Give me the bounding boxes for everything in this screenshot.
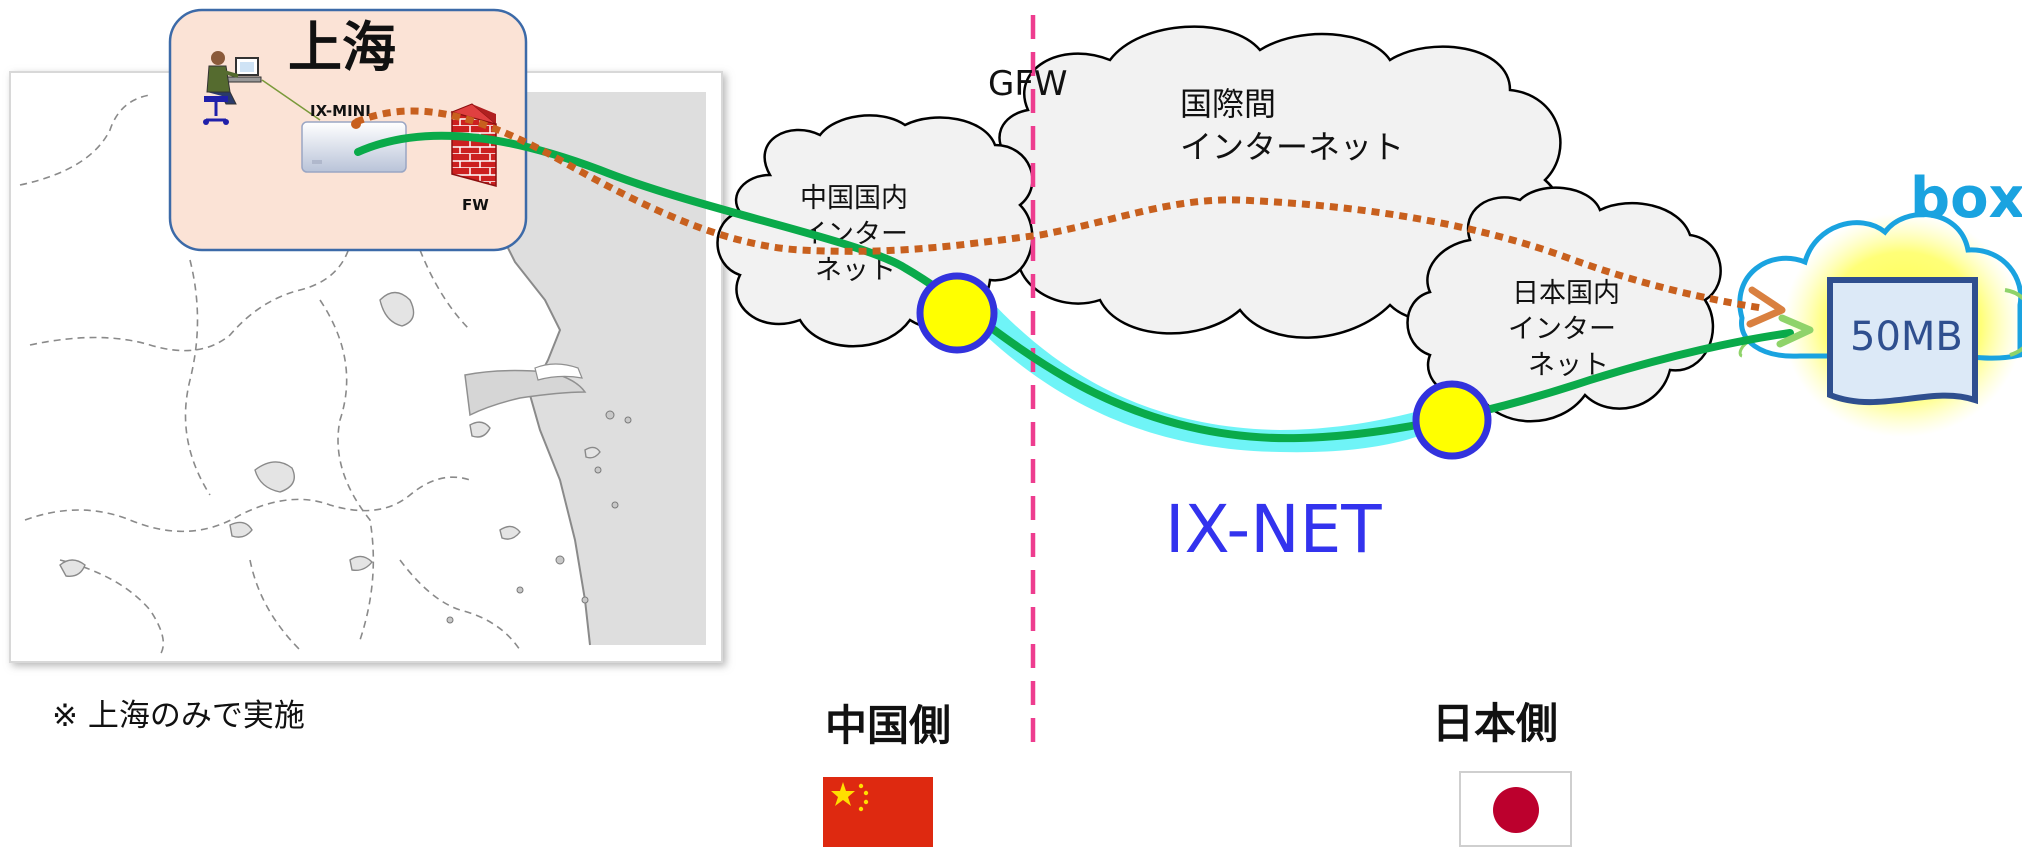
japan-side-label: 日本側 [1432, 699, 1558, 748]
china-pop-node [916, 272, 998, 354]
japan-cloud-line2: インター [1508, 314, 1616, 345]
router-icon [301, 121, 407, 173]
device-label: IX-MINI [310, 102, 371, 120]
operator-icon [203, 51, 262, 125]
file-size-label: 50MB [1850, 314, 1963, 360]
international-label-line1: 国際間 [1180, 85, 1276, 123]
shanghai-site-box: 上海 IX-MINI FW [168, 8, 528, 252]
shanghai-title: 上海 [288, 16, 396, 79]
fw-label: FW [462, 196, 489, 214]
ixnet-label: IX-NET [1165, 491, 1382, 568]
document-icon [1827, 277, 1978, 406]
ixnet-green-route [354, 131, 1794, 443]
gfw-label: GFW [988, 64, 1068, 104]
china-side-label: 中国側 [825, 701, 951, 750]
firewall-icon [450, 103, 497, 187]
box-service: box 50MB [1737, 166, 2022, 437]
japan-cloud-line1: 日本国内 [1512, 278, 1620, 309]
china-cloud-line1: 中国国内 [800, 183, 908, 214]
box-brand-label: box [1910, 166, 2022, 231]
china-flag-icon [823, 777, 933, 847]
internet-dotted-route [354, 107, 1763, 312]
japan-flag-icon [1459, 771, 1572, 847]
note-text: ※ 上海のみで実施 [52, 698, 305, 734]
japan-pop-node [1412, 380, 1492, 460]
international-label-line2: インターネット [1180, 128, 1404, 166]
